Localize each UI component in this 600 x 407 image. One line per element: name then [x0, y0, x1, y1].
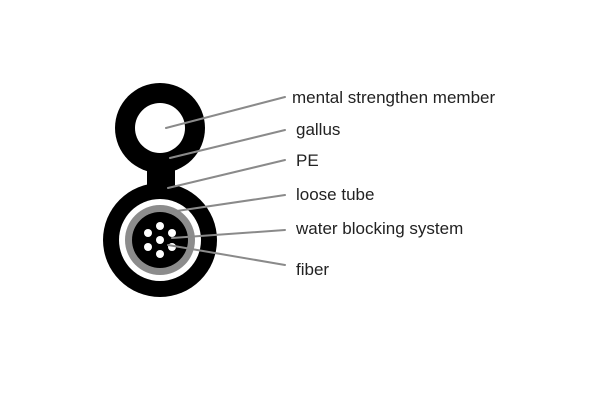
fiber-strand [156, 222, 164, 230]
fiber-strand [144, 243, 152, 251]
leader-line-water-blocking-system [171, 229, 286, 239]
label-water-blocking-system: water blocking system [295, 219, 463, 238]
leader-line-loose-tube [169, 194, 286, 213]
fiber-strand [156, 250, 164, 258]
fiber-strand [156, 236, 164, 244]
leader-line-pe [167, 159, 286, 189]
leader-line-mental-strengthen-member [165, 96, 286, 129]
label-pe: PE [296, 151, 319, 170]
mental-strengthen-member-core [135, 103, 185, 153]
label-fiber: fiber [296, 260, 329, 279]
leader-line-fiber [167, 244, 286, 266]
label-mental-strengthen-member: mental strengthen member [292, 88, 495, 107]
fiber-strand [168, 229, 176, 237]
fiber-strand [144, 229, 152, 237]
label-gallus: gallus [296, 120, 340, 139]
leader-line-gallus [169, 129, 286, 159]
label-loose-tube: loose tube [296, 185, 374, 204]
